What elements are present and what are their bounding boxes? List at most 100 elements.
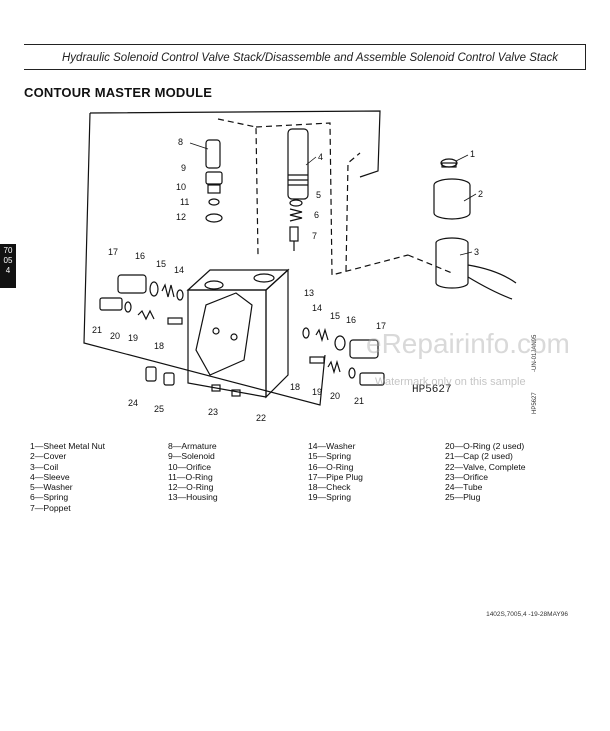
callout-14b: 14 (174, 265, 184, 275)
legend-item: 14—Washer (308, 441, 356, 451)
spring-part (315, 327, 329, 343)
cap-part (359, 372, 385, 386)
cover-part (433, 178, 471, 220)
callout-24: 24 (128, 398, 138, 408)
tube-part (145, 366, 157, 382)
legend-column-2: 8—Armature 9—Solenoid 10—Orifice 11—O-Ri… (168, 441, 218, 503)
o-ring-part (205, 213, 223, 223)
callout-21b: 21 (92, 325, 102, 335)
plug-part (163, 372, 175, 386)
legend-item: 9—Solenoid (168, 451, 215, 462)
legend-item: 8—Armature (168, 441, 217, 451)
callout-21: 21 (354, 396, 364, 406)
legend-item: 6—Spring (30, 492, 69, 503)
watermark-subtext: Watermark only on this sample (375, 376, 526, 388)
orifice-part (231, 389, 241, 397)
callout-15b: 15 (156, 259, 166, 269)
callout-16b: 16 (135, 251, 145, 261)
callout-23: 23 (208, 407, 218, 417)
side-tab: 70 05 4 (0, 244, 16, 288)
solenoid-part (205, 171, 223, 185)
callout-11: 11 (180, 197, 189, 207)
side-tab-line: 05 (3, 256, 13, 265)
legend-item: 12—O-Ring (168, 482, 214, 493)
top-rule (24, 44, 586, 45)
side-tab-line: 70 (3, 246, 13, 255)
legend-item: 4—Sleeve (30, 471, 70, 482)
callout-17: 17 (376, 321, 386, 331)
legend-item: 7—Poppet (30, 502, 71, 513)
figure-outline-left (83, 112, 326, 406)
callout-15: 15 (330, 311, 340, 321)
callout-22: 22 (256, 413, 266, 423)
dashed-line (407, 254, 453, 274)
callout-1: 1 (470, 149, 475, 159)
o-ring-part (149, 281, 159, 297)
legend-column-3: 14—Washer 15—Spring 16—O-Ring 17—Pipe Pl… (308, 441, 363, 503)
sleeve-part (287, 128, 309, 200)
legend-item: 20—O-Ring (2 used) (445, 441, 525, 451)
callout-20: 20 (330, 391, 340, 401)
legend-item: 21—Cap (2 used) (445, 451, 513, 462)
figure-outline (89, 110, 381, 178)
dashed-line (217, 118, 259, 256)
callout-4: 4 (318, 152, 323, 162)
legend-item: 3—Coil (30, 461, 59, 472)
pipe-plug-part (349, 339, 379, 359)
legend-item: 25—Plug (445, 492, 481, 503)
right-rule (585, 44, 586, 70)
callout-19: 19 (312, 387, 322, 397)
side-tab-line: 4 (5, 266, 11, 275)
legend-item: 5—Washer (30, 482, 73, 493)
legend-item: 23—Orifice (445, 471, 488, 482)
callout-18b: 18 (154, 341, 164, 351)
callout-7: 7 (312, 231, 317, 241)
callout-6: 6 (314, 210, 319, 220)
callout-20b: 20 (110, 331, 120, 341)
exploded-view-diagram: 1 2 3 4 5 6 7 8 9 10 11 12 13 14 15 16 1… (83, 110, 517, 423)
footer-code: 1402S,7005,4 -19-28MAY96 (486, 611, 568, 618)
legend-item: 11—O-Ring (168, 471, 213, 482)
orifice-part (207, 184, 221, 194)
callout-14: 14 (312, 303, 322, 313)
callout-5: 5 (316, 190, 321, 200)
washer-part (302, 327, 310, 339)
legend-item: 18—Check (308, 482, 351, 493)
dashed-line (255, 122, 409, 276)
dashed-line (345, 152, 361, 272)
legend-item: 16—O-Ring (308, 461, 354, 472)
o-ring-part (124, 301, 132, 313)
legend-item: 1—Sheet Metal Nut (30, 441, 105, 451)
spring-part (161, 283, 175, 298)
callout-17b: 17 (108, 247, 118, 257)
coil-wire (467, 276, 513, 300)
armature-part (205, 139, 221, 169)
o-ring-part (334, 335, 346, 351)
callout-8: 8 (178, 137, 183, 147)
o-ring-part (348, 367, 356, 379)
callout-19b: 19 (128, 333, 138, 343)
legend-column-1: 1—Sheet Metal Nut 2—Cover 3—Coil 4—Sleev… (30, 441, 105, 513)
callout-9: 9 (181, 163, 186, 173)
legend-item: 2—Cover (30, 451, 67, 462)
poppet-part (289, 226, 299, 242)
legend-item: 17—Pipe Plug (308, 471, 363, 482)
callout-12: 12 (176, 212, 186, 222)
spring-part (289, 208, 303, 222)
legend-item: 15—Spring (308, 451, 351, 462)
pipe-plug-part (117, 274, 147, 294)
callout-18: 18 (290, 382, 300, 392)
section-title: CONTOUR MASTER MODULE (24, 85, 213, 100)
callout-3: 3 (474, 247, 479, 257)
legend-item: 22—Valve, Complete (445, 461, 526, 472)
legend-item: 24—Tube (445, 482, 483, 493)
figure-id-label: HP5627 (412, 384, 452, 396)
callout-16: 16 (346, 315, 356, 325)
washer-part (176, 289, 184, 301)
legend-item: 19—Spring (308, 492, 351, 503)
header-underline (24, 69, 586, 70)
housing-plate (195, 292, 253, 376)
callout-13: 13 (304, 288, 314, 298)
orifice-part (211, 384, 221, 392)
legend-item: 13—Housing (168, 492, 218, 503)
